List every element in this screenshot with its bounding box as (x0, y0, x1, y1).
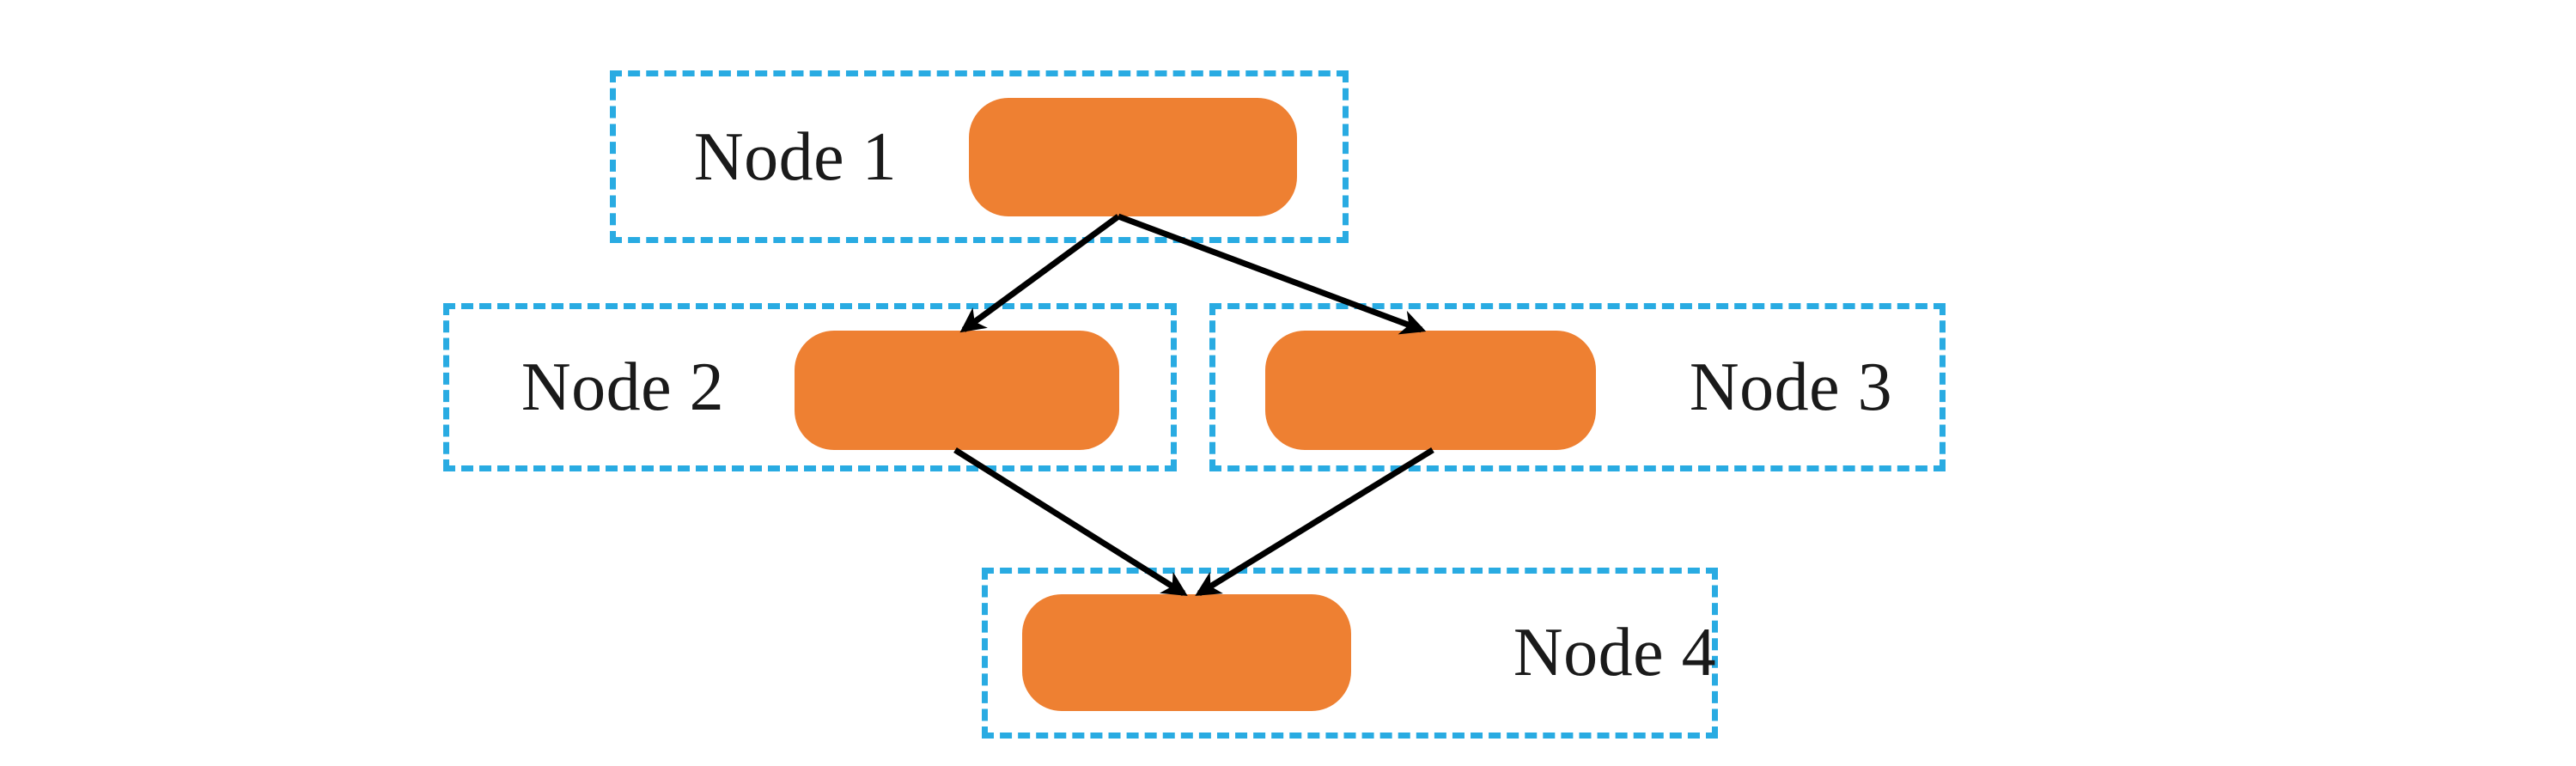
node-group-node-3[interactable] (1209, 303, 1946, 471)
node-label-node-4: Node 4 (1513, 615, 1717, 690)
node-label-node-1: Node 1 (693, 119, 898, 195)
node-shape-node-2[interactable] (795, 331, 1119, 450)
node-label-node-3: Node 3 (1689, 350, 1893, 425)
node-shape-node-1[interactable] (969, 98, 1297, 216)
node-label-node-2: Node 2 (521, 350, 725, 425)
node-group-node-2[interactable] (443, 303, 1177, 471)
node-shape-node-4[interactable] (1022, 594, 1351, 711)
node-shape-node-3[interactable] (1265, 331, 1596, 450)
